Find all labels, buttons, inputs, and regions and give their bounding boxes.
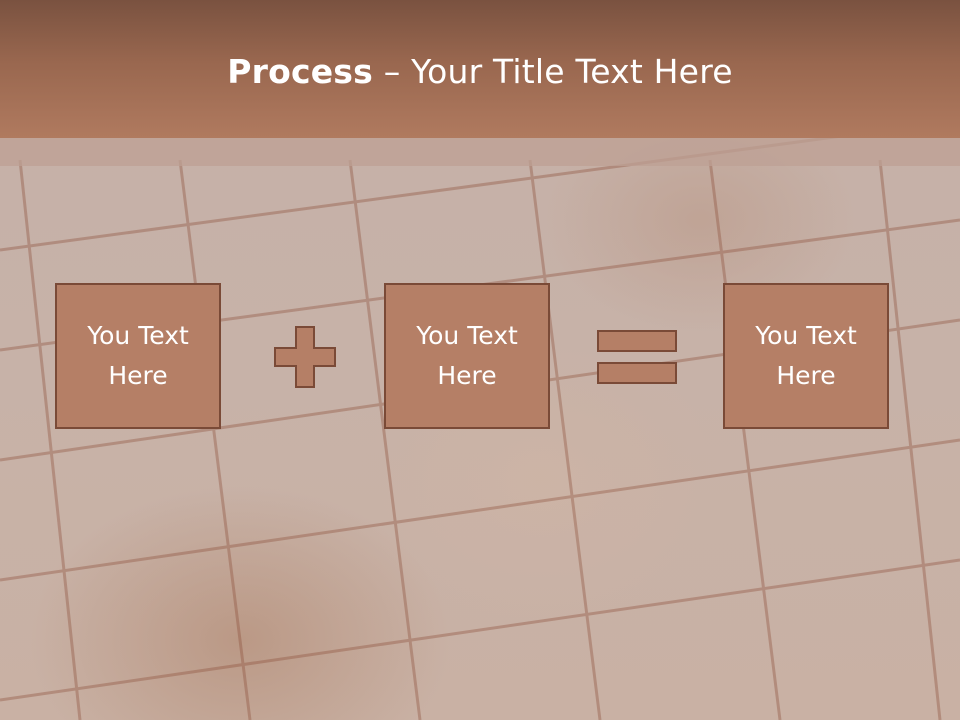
process-box-2-text: You Text Here [416,321,518,390]
title-bar-band [0,138,960,166]
title-bold: Process [227,52,373,91]
process-box-2: You Text Here [384,283,550,429]
process-box-3: You Text Here [723,283,889,429]
process-box-1-text: You Text Here [87,321,189,390]
equals-icon [597,330,677,384]
plus-icon [274,326,336,388]
title-separator: – [373,52,412,91]
slide-title: Process – Your Title Text Here [0,52,960,91]
process-box-1: You Text Here [55,283,221,429]
title-rest: Your Title Text Here [411,52,733,91]
process-box-3-text: You Text Here [755,321,857,390]
title-bar [0,0,960,138]
